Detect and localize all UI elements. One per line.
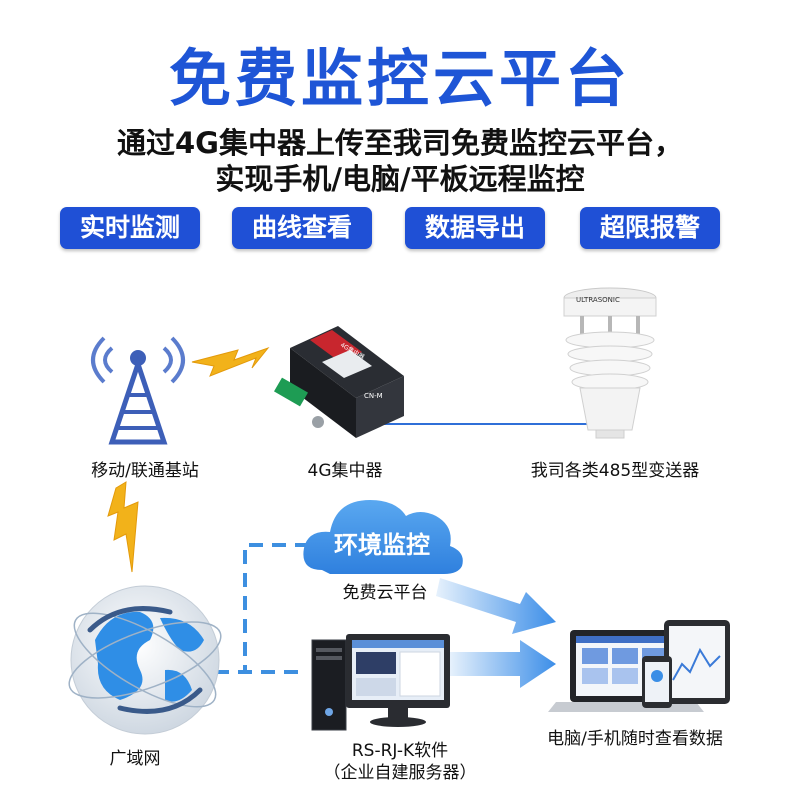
wireless-signal-icon-vertical — [107, 481, 139, 573]
sensor-brand-text: ULTRASONIC — [576, 296, 620, 304]
subtitle-line-2: 实现手机/电脑/平板远程监控 — [215, 162, 585, 196]
concentrator-model-text: CN-M — [364, 392, 383, 400]
page-title: 免费监控云平台 — [168, 42, 631, 115]
label-devices: 电脑/手机随时查看数据 — [547, 729, 723, 749]
globe-icon — [68, 585, 222, 735]
arrow-server-to-devices — [450, 640, 556, 688]
weather-sensor-icon: ULTRASONIC — [563, 287, 657, 439]
label-tower: 移动/联通基站 — [91, 461, 199, 481]
label-software: RS-RJ-K软件 — [351, 741, 449, 761]
server-computer-icon — [311, 634, 450, 731]
cloud-text: 环境监控 — [334, 531, 430, 559]
feature-over-limit-alarm: 超限报警 — [580, 207, 720, 249]
feature-realtime-monitoring: 实时监测 — [60, 207, 200, 249]
label-wan: 广域网 — [109, 749, 161, 769]
cloud-platform-icon — [303, 500, 463, 574]
wireless-signal-icon — [191, 346, 270, 377]
laptop-tablet-phone-icon — [548, 620, 730, 712]
label-software-server: （企业自建服务器） — [323, 763, 477, 783]
label-concentrator: 4G集中器 — [307, 461, 383, 481]
arrow-cloud-to-devices — [436, 578, 556, 634]
concentrator-device-icon: 4G集中器 CN-M — [274, 326, 404, 438]
feature-data-export: 数据导出 — [405, 207, 545, 249]
subtitle-line-1: 通过4G集中器上传至我司免费监控云平台， — [117, 126, 683, 160]
cell-tower-icon — [91, 336, 185, 445]
label-cloud-platform: 免费云平台 — [342, 583, 428, 603]
feature-curve-view: 曲线查看 — [232, 207, 372, 249]
label-transmitter: 我司各类485型变送器 — [530, 461, 700, 481]
dashed-link-cloud — [215, 543, 320, 674]
